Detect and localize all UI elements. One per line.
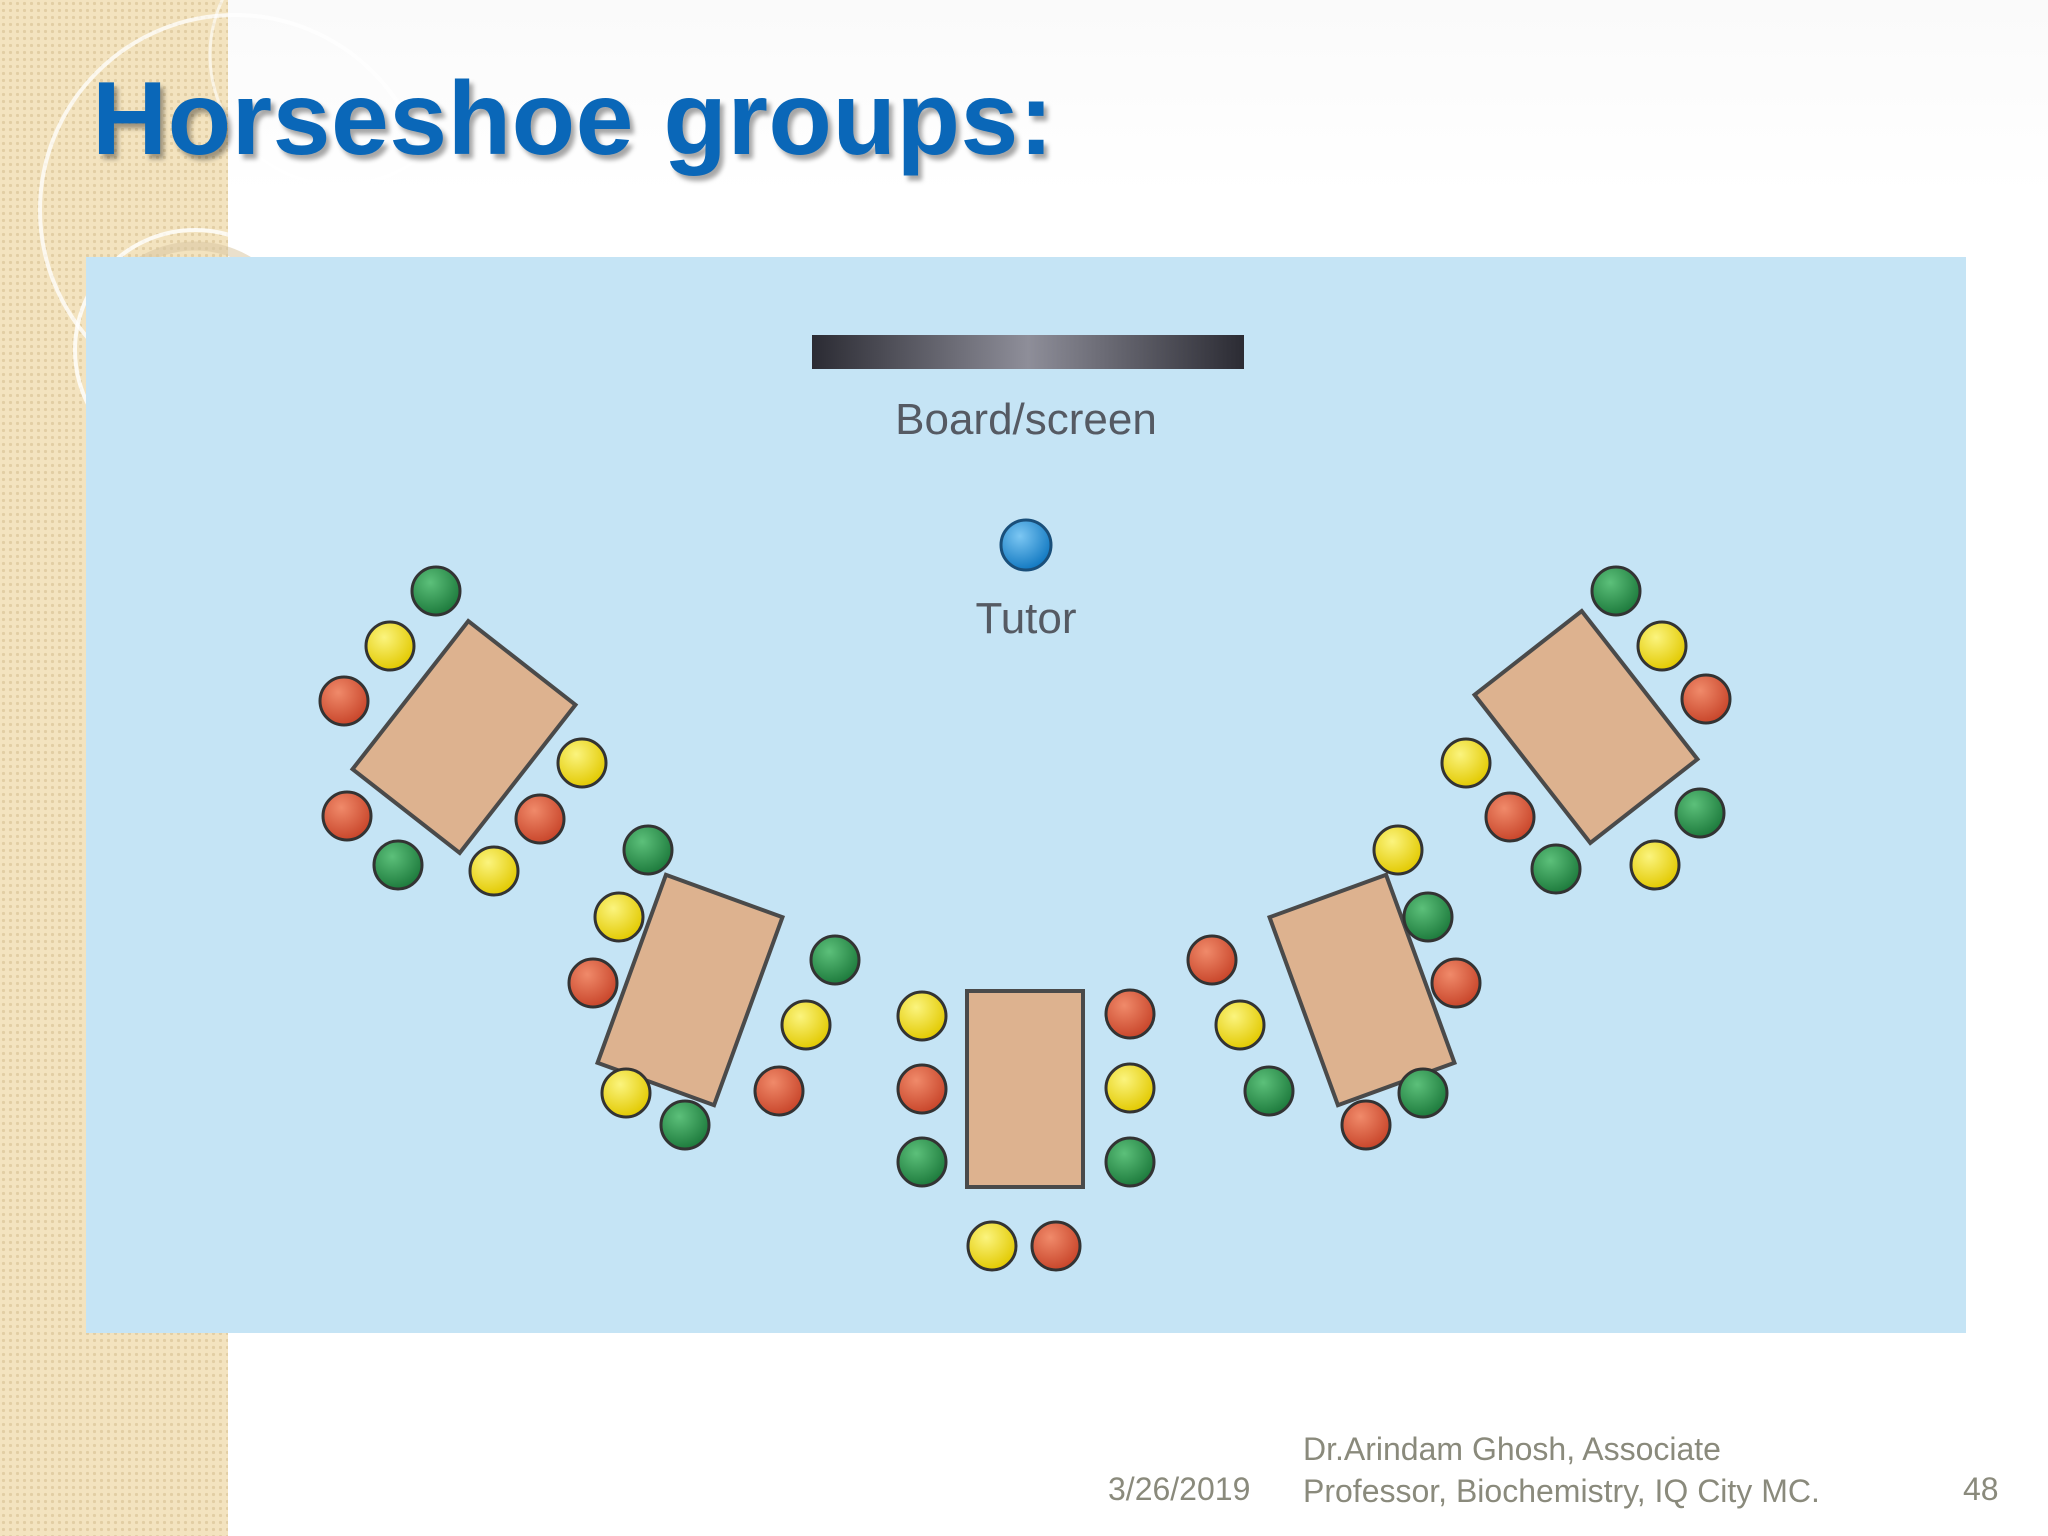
seat-green <box>1243 1065 1295 1117</box>
classroom-diagram: Board/screen Tutor <box>86 257 1966 1333</box>
footer-author: Dr.Arindam Ghosh, Associate Professor, B… <box>1303 1428 1820 1512</box>
seat-red <box>1484 791 1536 843</box>
seat-red <box>514 793 566 845</box>
seat-yellow <box>556 737 608 789</box>
seat-red <box>1680 673 1732 725</box>
seat-green <box>809 934 861 986</box>
table-group-3 <box>896 988 1156 1272</box>
seat-yellow <box>1214 999 1266 1051</box>
slide-title: Horseshoe groups: <box>92 61 1054 177</box>
seat-red <box>896 1063 948 1115</box>
table-3 <box>965 989 1085 1189</box>
seat-yellow <box>593 891 645 943</box>
seat-green <box>659 1099 711 1151</box>
footer-page-number: 48 <box>1963 1471 1999 1507</box>
seat-yellow <box>896 990 948 1042</box>
seat-red <box>1340 1099 1392 1151</box>
table-group-1 <box>318 565 608 897</box>
seat-yellow <box>966 1220 1018 1272</box>
seat-yellow <box>780 999 832 1051</box>
seat-green <box>1590 565 1642 617</box>
footer-date: 3/26/2019 <box>1108 1471 1251 1507</box>
seat-red <box>321 790 373 842</box>
seat-green <box>1674 787 1726 839</box>
seat-yellow <box>1440 737 1492 789</box>
board-screen-label: Board/screen <box>895 395 1157 444</box>
seat-yellow <box>1629 839 1681 891</box>
seat-green <box>1530 843 1582 895</box>
seat-green <box>1104 1136 1156 1188</box>
seat-yellow <box>364 620 416 672</box>
seat-red <box>753 1065 805 1117</box>
tutor-seat <box>999 518 1053 572</box>
seat-red <box>1430 957 1482 1009</box>
seat-yellow <box>1104 1062 1156 1114</box>
table-group-5 <box>1440 565 1732 895</box>
footer-author-line-1: Dr.Arindam Ghosh, Associate <box>1303 1431 1721 1467</box>
table-5 <box>1471 608 1701 846</box>
seat-red <box>567 957 619 1009</box>
seat-red <box>1030 1220 1082 1272</box>
table-group-4 <box>1186 824 1482 1151</box>
footer-author-line-2: Professor, Biochemistry, IQ City MC. <box>1303 1473 1820 1509</box>
tutor-label: Tutor <box>975 594 1076 643</box>
horseshoe-layout: Board/screen Tutor <box>318 335 1732 1272</box>
table-group-2 <box>567 824 861 1151</box>
seat-green <box>372 839 424 891</box>
seat-green <box>622 824 674 876</box>
table-4 <box>1266 872 1458 1108</box>
seat-red <box>318 675 370 727</box>
seat-green <box>1397 1067 1449 1119</box>
seat-green <box>896 1136 948 1188</box>
seat-yellow <box>1636 620 1688 672</box>
seat-green <box>1402 891 1454 943</box>
seat-green <box>410 565 462 617</box>
board-screen-bar <box>812 335 1244 369</box>
seat-yellow <box>1372 824 1424 876</box>
seat-red <box>1104 988 1156 1040</box>
slide-title-band <box>228 0 2048 195</box>
seat-yellow <box>468 845 520 897</box>
table-2 <box>594 872 786 1108</box>
seat-yellow <box>600 1067 652 1119</box>
seat-red <box>1186 934 1238 986</box>
table-1 <box>349 618 579 856</box>
